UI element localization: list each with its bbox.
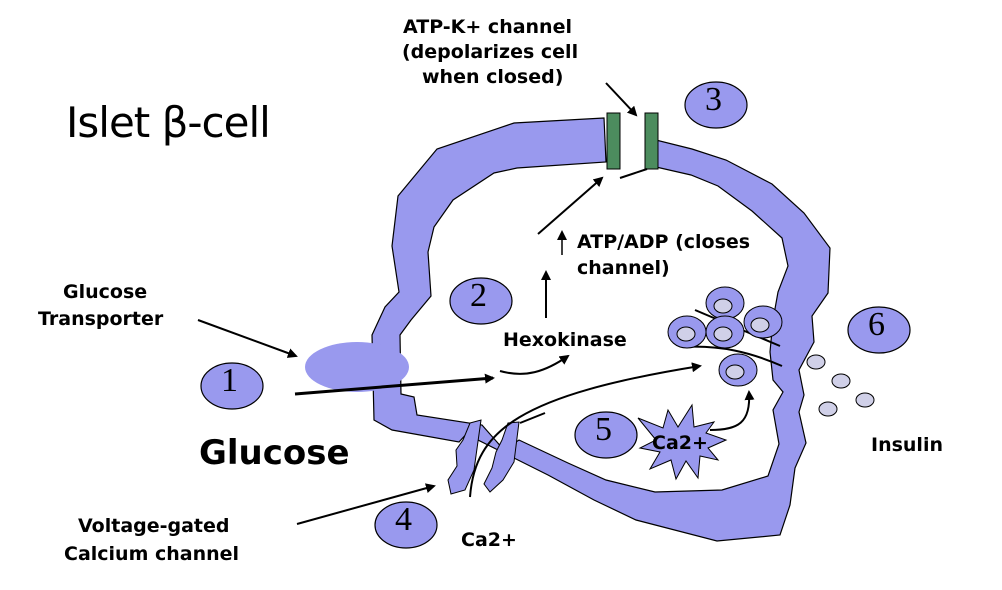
glucose-to-hexokinase-arrow — [499, 354, 570, 375]
step-5-number: 5 — [595, 411, 612, 448]
step-4-number: 4 — [395, 501, 412, 538]
vesicle — [705, 315, 745, 349]
step-2-badge — [449, 277, 513, 325]
glucose-label: Glucose — [199, 433, 350, 473]
diagram-title: Islet β-cell — [66, 98, 271, 147]
glucose-transporter-label-line2: Transporter — [38, 308, 164, 330]
calcium-outside-label: Ca2+ — [461, 529, 517, 551]
ca-channel-left — [447, 419, 482, 495]
calcium-starburst — [637, 403, 728, 481]
katp-label-line3: when closed) — [422, 66, 564, 88]
ca-channel-gate — [519, 412, 546, 424]
glucose-transporter-shape — [305, 342, 409, 392]
insulin-granule — [831, 373, 851, 389]
katp-label-line1: ATP-K+ channel — [403, 16, 572, 38]
glucose-transporter-label-line1: Glucose — [63, 281, 148, 303]
katp-label-arrow — [605, 82, 638, 117]
katp-channel-left — [606, 112, 621, 170]
voltage-gated-label-line2: Calcium channel — [64, 543, 240, 565]
insulin-label: Insulin — [871, 434, 943, 456]
step-3-badge — [684, 81, 748, 129]
insulin-vesicles — [667, 286, 783, 387]
calcium-inside-label: Ca2+ — [652, 432, 708, 454]
step-1-badge — [200, 362, 264, 410]
step-2-number: 2 — [470, 277, 487, 314]
vesicle — [705, 286, 745, 320]
voltage-gated-label-line1: Voltage-gated — [78, 515, 230, 537]
ca-channel-right — [483, 421, 520, 493]
released-insulin — [806, 354, 875, 417]
atp-adp-label-line2: channel) — [577, 257, 670, 279]
glucose-entry-arrow — [294, 373, 495, 396]
katp-channel-right — [644, 112, 659, 170]
step-5-badge — [574, 411, 638, 459]
vesicle — [667, 315, 707, 349]
vesicle — [743, 305, 783, 339]
hexokinase-label: Hexokinase — [503, 329, 627, 351]
ca-to-vesicle-arrow — [709, 390, 755, 431]
step-6-badge — [847, 306, 911, 354]
step-1-number: 1 — [221, 362, 238, 399]
katp-gate-line — [619, 168, 648, 179]
step-3-number: 3 — [705, 81, 722, 118]
insulin-granule — [855, 392, 875, 408]
step-6-number: 6 — [868, 306, 885, 343]
katp-label-line2: (depolarizes cell — [402, 41, 579, 63]
step-4-badge — [374, 501, 438, 549]
insulin-granule — [806, 354, 826, 370]
atp-adp-label-line1: ATP/ADP (closes — [577, 231, 751, 253]
transporter-label-arrow — [197, 319, 298, 358]
atp-to-channel-arrow — [537, 176, 604, 235]
ca-channel-label-arrow — [296, 483, 436, 525]
insulin-granule — [818, 401, 838, 417]
ca-influx-curve — [469, 362, 702, 498]
vesicle — [718, 353, 758, 387]
